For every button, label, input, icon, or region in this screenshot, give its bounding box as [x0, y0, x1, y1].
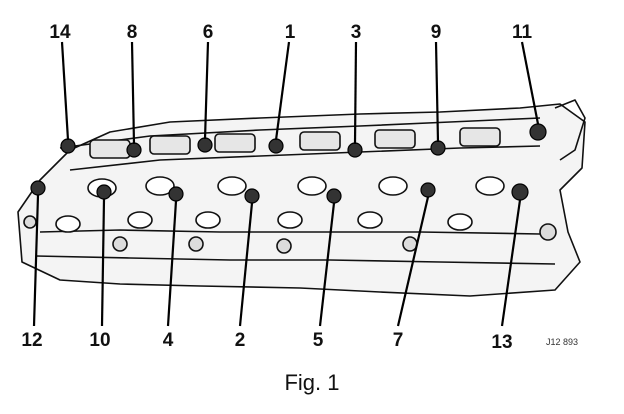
lower-rail-edge [35, 255, 556, 265]
label-4: 4 [163, 330, 174, 351]
label-2: 2 [235, 330, 246, 351]
leader-lines [32, 41, 540, 327]
label-5: 5 [313, 330, 324, 351]
label-11: 11 [512, 22, 533, 43]
bolt-12 [30, 180, 46, 196]
upper-rail-edge [69, 145, 541, 171]
upper-pockets [89, 127, 501, 159]
label-7: 7 [393, 330, 404, 351]
label-10: 10 [89, 330, 110, 351]
top-labels: 14 8 6 1 3 9 11 [49, 22, 532, 43]
label-9: 9 [431, 22, 442, 43]
reference-code: J12 893 [546, 337, 578, 347]
lower-rail [39, 229, 541, 235]
bolt-11 [529, 123, 547, 141]
bolt-heads [30, 123, 547, 204]
bolt-9 [430, 140, 446, 156]
bolt-2 [244, 188, 260, 204]
bolt-1 [268, 138, 284, 154]
bolt-10 [96, 184, 112, 200]
label-12: 12 [21, 330, 42, 351]
label-1: 1 [285, 22, 296, 43]
bolt-5 [326, 188, 342, 204]
bolt-7 [420, 182, 436, 198]
upper-rail [59, 117, 541, 149]
figure-caption: Fig. 1 [284, 370, 339, 395]
bolt-14 [60, 138, 76, 154]
label-13: 13 [491, 332, 512, 353]
label-3: 3 [351, 22, 362, 43]
label-6: 6 [203, 22, 214, 43]
bolt-3 [347, 142, 363, 158]
bolt-8 [126, 142, 142, 158]
bolt-6 [197, 137, 213, 153]
bolt-13 [511, 183, 529, 201]
label-14: 14 [49, 22, 71, 43]
bolt-4 [168, 186, 184, 202]
lower-bosses [23, 215, 557, 254]
end-cover [554, 99, 586, 161]
label-8: 8 [127, 22, 138, 43]
bottom-labels: 12 10 4 2 5 7 13 [21, 330, 512, 353]
